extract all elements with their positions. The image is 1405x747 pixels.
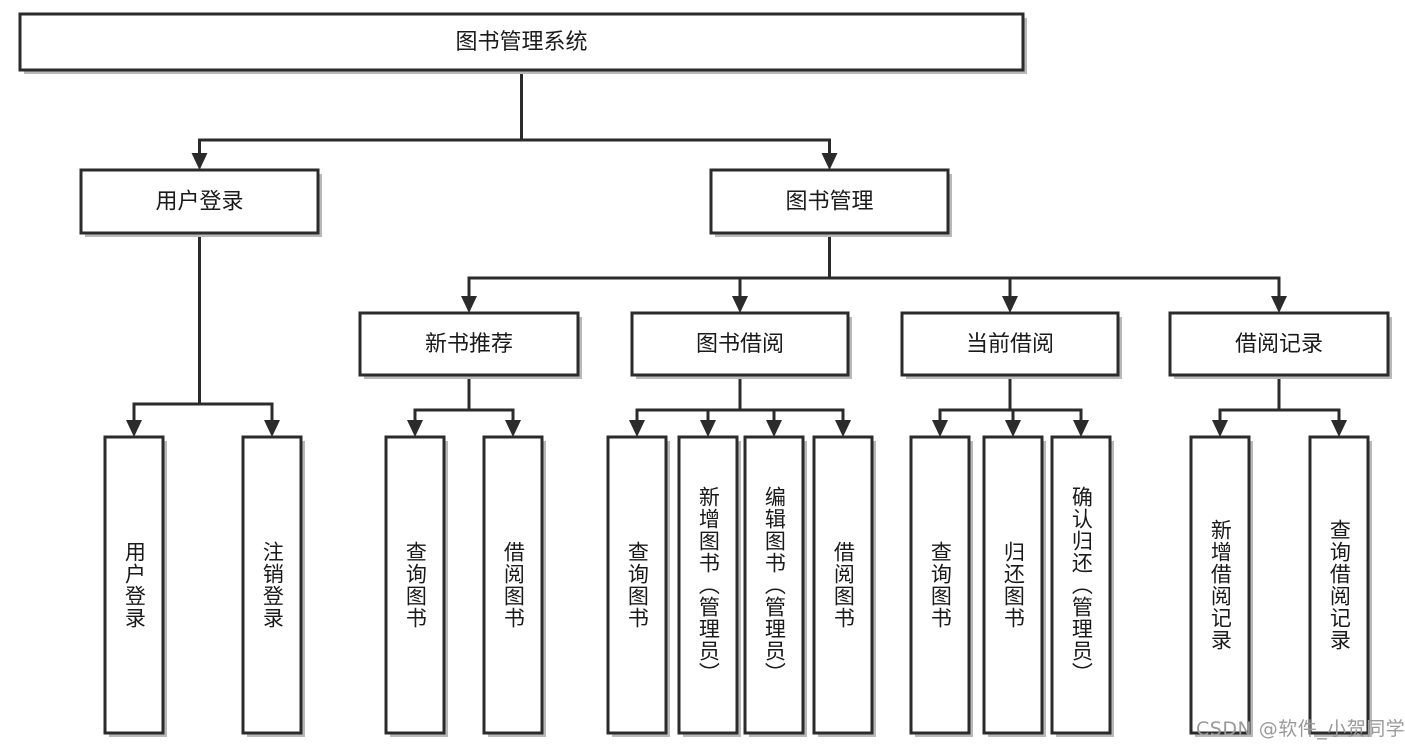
node-leaf-leaf-query-book-rec[interactable] <box>384 435 446 735</box>
connector-edge-borrowrecord-query <box>1277 375 1341 420</box>
node-leaf-leaf-add-book[interactable] <box>677 435 739 735</box>
arrowhead-edge-newbookrec-borrow <box>505 420 521 437</box>
node-leaf-leaf-borrow-book-rec[interactable] <box>482 435 544 735</box>
node-leaf-leaf-query-book-borrow[interactable] <box>606 435 668 735</box>
node-leaf-leaf-confirm-return[interactable] <box>1050 435 1112 735</box>
arrowhead-edge-bookmanage-newbookrec <box>461 296 477 313</box>
arrowhead-edge-bookborrow-add <box>700 420 716 437</box>
connector-edge-userlogin-leafuserlogin <box>132 233 201 420</box>
connector-edge-bookborrow-query <box>635 375 742 420</box>
node-leaf-leaf-logout[interactable] <box>241 435 303 735</box>
arrowhead-edge-currentborrow-confirm <box>1073 420 1089 437</box>
node-level2-book-manage[interactable] <box>709 168 950 235</box>
arrowhead-edge-currentborrow-query <box>932 420 948 437</box>
node-label-book-manage: 图书管理 <box>785 190 873 215</box>
arrowhead-edge-bookborrow-query <box>629 420 645 437</box>
connector-edge-newbookrec-borrow <box>467 375 515 420</box>
node-leaf-leaf-return-book[interactable] <box>982 435 1044 735</box>
node-label-current-borrow: 当前借阅 <box>966 332 1054 357</box>
arrowhead-edge-borrowrecord-add <box>1212 420 1228 437</box>
connector-edge-currentborrow-query <box>938 375 1012 420</box>
connector-edge-borrowrecord-add <box>1218 375 1281 420</box>
connector-edge-bookborrow-add <box>706 375 742 420</box>
connector-edge-root-userlogin <box>198 70 523 153</box>
csdn-watermark: CSDN @软件_小贺同学 <box>1196 718 1405 740</box>
node-level2-user-login[interactable] <box>79 168 320 235</box>
connector-edge-bookborrow-edit <box>738 375 776 420</box>
node-leaf-leaf-query-record[interactable] <box>1308 435 1370 735</box>
node-label-user-login: 用户登录 <box>155 190 243 215</box>
arrowhead-edge-root-bookmanage <box>821 153 838 170</box>
arrowhead-edge-root-userlogin <box>191 153 208 170</box>
arrowhead-edge-currentborrow-return <box>1005 420 1021 437</box>
node-leaf-leaf-edit-book[interactable] <box>743 435 805 735</box>
connector-edge-bookmanage-currentborrow <box>828 233 1012 296</box>
boxes-layer <box>18 12 1390 735</box>
connector-edge-bookmanage-newbookrec <box>467 233 831 296</box>
edges-layer <box>126 70 1347 437</box>
arrowhead-edge-bookborrow-borrow <box>835 420 851 437</box>
connector-edge-bookborrow-borrow <box>738 375 845 420</box>
node-level3-book-borrow[interactable] <box>630 311 850 377</box>
node-label-borrow-record: 借阅记录 <box>1235 332 1323 357</box>
connector-edge-root-bookmanage <box>520 70 831 153</box>
node-leaf-leaf-query-book-current[interactable] <box>909 435 971 735</box>
node-level3-new-book-rec[interactable] <box>358 311 580 377</box>
arrowhead-edge-bookmanage-borrowrecord <box>1271 296 1287 313</box>
arrowhead-edge-bookborrow-edit <box>766 420 782 437</box>
node-level3-borrow-record[interactable] <box>1168 311 1390 377</box>
arrowhead-edge-borrowrecord-query <box>1331 420 1347 437</box>
node-label-new-book-rec: 新书推荐 <box>425 332 513 357</box>
node-leaf-leaf-user-login[interactable] <box>103 435 165 735</box>
connector-edge-bookmanage-borrowrecord <box>828 233 1281 296</box>
arrowhead-edge-newbookrec-query <box>407 420 423 437</box>
connector-edge-userlogin-leaflogout <box>198 233 274 420</box>
arrowhead-edge-userlogin-leafuserlogin <box>126 420 142 437</box>
node-leaf-leaf-add-record[interactable] <box>1189 435 1251 735</box>
connector-edge-currentborrow-confirm <box>1008 375 1083 420</box>
node-root-root[interactable] <box>18 12 1025 72</box>
node-label-root: 图书管理系统 <box>455 30 587 55</box>
node-level3-current-borrow[interactable] <box>900 311 1120 377</box>
node-leaf-leaf-borrow-book[interactable] <box>812 435 874 735</box>
connector-edge-bookmanage-bookborrow <box>738 233 831 296</box>
node-label-book-borrow: 图书借阅 <box>696 332 784 357</box>
arrowhead-edge-userlogin-leaflogout <box>264 420 280 437</box>
arrowhead-edge-bookmanage-currentborrow <box>1002 296 1018 313</box>
arrowhead-edge-bookmanage-bookborrow <box>732 296 748 313</box>
connector-edge-newbookrec-query <box>413 375 471 420</box>
